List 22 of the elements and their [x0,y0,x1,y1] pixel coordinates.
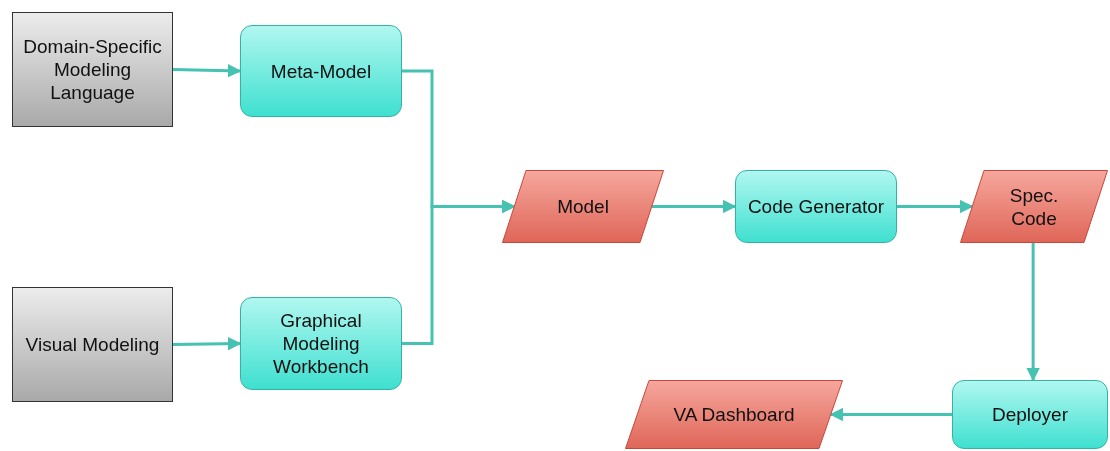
node-label: Spec. Code [1008,183,1060,230]
node-label: Code Generator [747,195,885,218]
node-label: Domain-Specific Modeling Language [22,35,163,104]
process-box [240,297,402,390]
node-label: Model [557,195,609,218]
process-box [240,25,402,117]
node-label: Meta-Model [270,59,372,83]
node-label: Graphical Modeling Workbench [272,309,370,378]
arrow [172,336,242,351]
input-box [12,287,173,402]
arrow [652,199,737,214]
input-box [12,12,173,127]
process-box [735,170,897,243]
node-label: VA Dashboard [673,403,795,426]
arrow [172,64,242,78]
arrow [402,199,516,345]
process-box [952,380,1108,449]
arrow [1026,243,1040,382]
node-label: Deployer [991,403,1068,426]
arrow [897,199,974,214]
node-label: Visual Modeling [25,333,160,356]
arrow [829,407,952,422]
